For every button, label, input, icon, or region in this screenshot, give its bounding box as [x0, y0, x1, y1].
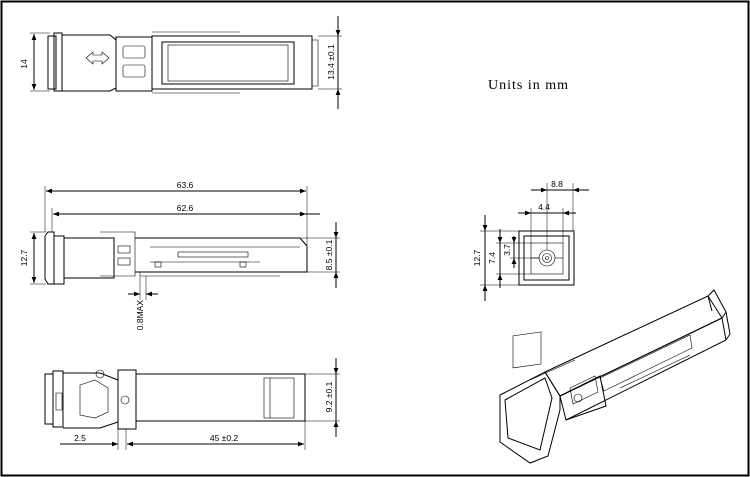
- dim-min-gap: 0.8MAX: [135, 300, 145, 331]
- dim-top-height: 14: [19, 59, 29, 69]
- dim-front-port-spacing: 4.4: [538, 202, 550, 212]
- dim-front-port-center: 3.7: [502, 244, 512, 256]
- front-view: 8.8 4.4 12.7 7.4 3.7: [472, 179, 589, 301]
- dim-bottom-offset: 2.5: [74, 433, 86, 443]
- dim-body-length: 62.6: [177, 203, 194, 213]
- units-note: Units in mm: [488, 78, 569, 93]
- top-view: 14 13.4 ±0.1: [19, 16, 342, 109]
- isometric-view: [499, 289, 731, 464]
- dim-overall-length: 63.6: [177, 180, 194, 190]
- dim-front-width: 8.8: [551, 179, 563, 189]
- dim-front-height: 12.7: [472, 249, 482, 266]
- bottom-view: 9.2 ±0.1 2.5 45 ±0.2: [44, 358, 340, 450]
- dim-top-latch-height: 13.4 ±0.1: [326, 44, 336, 80]
- dim-bottom-length: 45 ±0.2: [210, 433, 239, 443]
- dim-bottom-width: 9.2 ±0.1: [324, 381, 334, 412]
- dim-flange-height: 12.7: [19, 249, 29, 266]
- side-view: 63.6 62.6 12.7 8.5 ±0.1 0.8MAX: [19, 180, 340, 330]
- dim-front-port-height: 7.4: [487, 252, 497, 264]
- dim-body-height: 8.5 ±0.1: [324, 239, 334, 270]
